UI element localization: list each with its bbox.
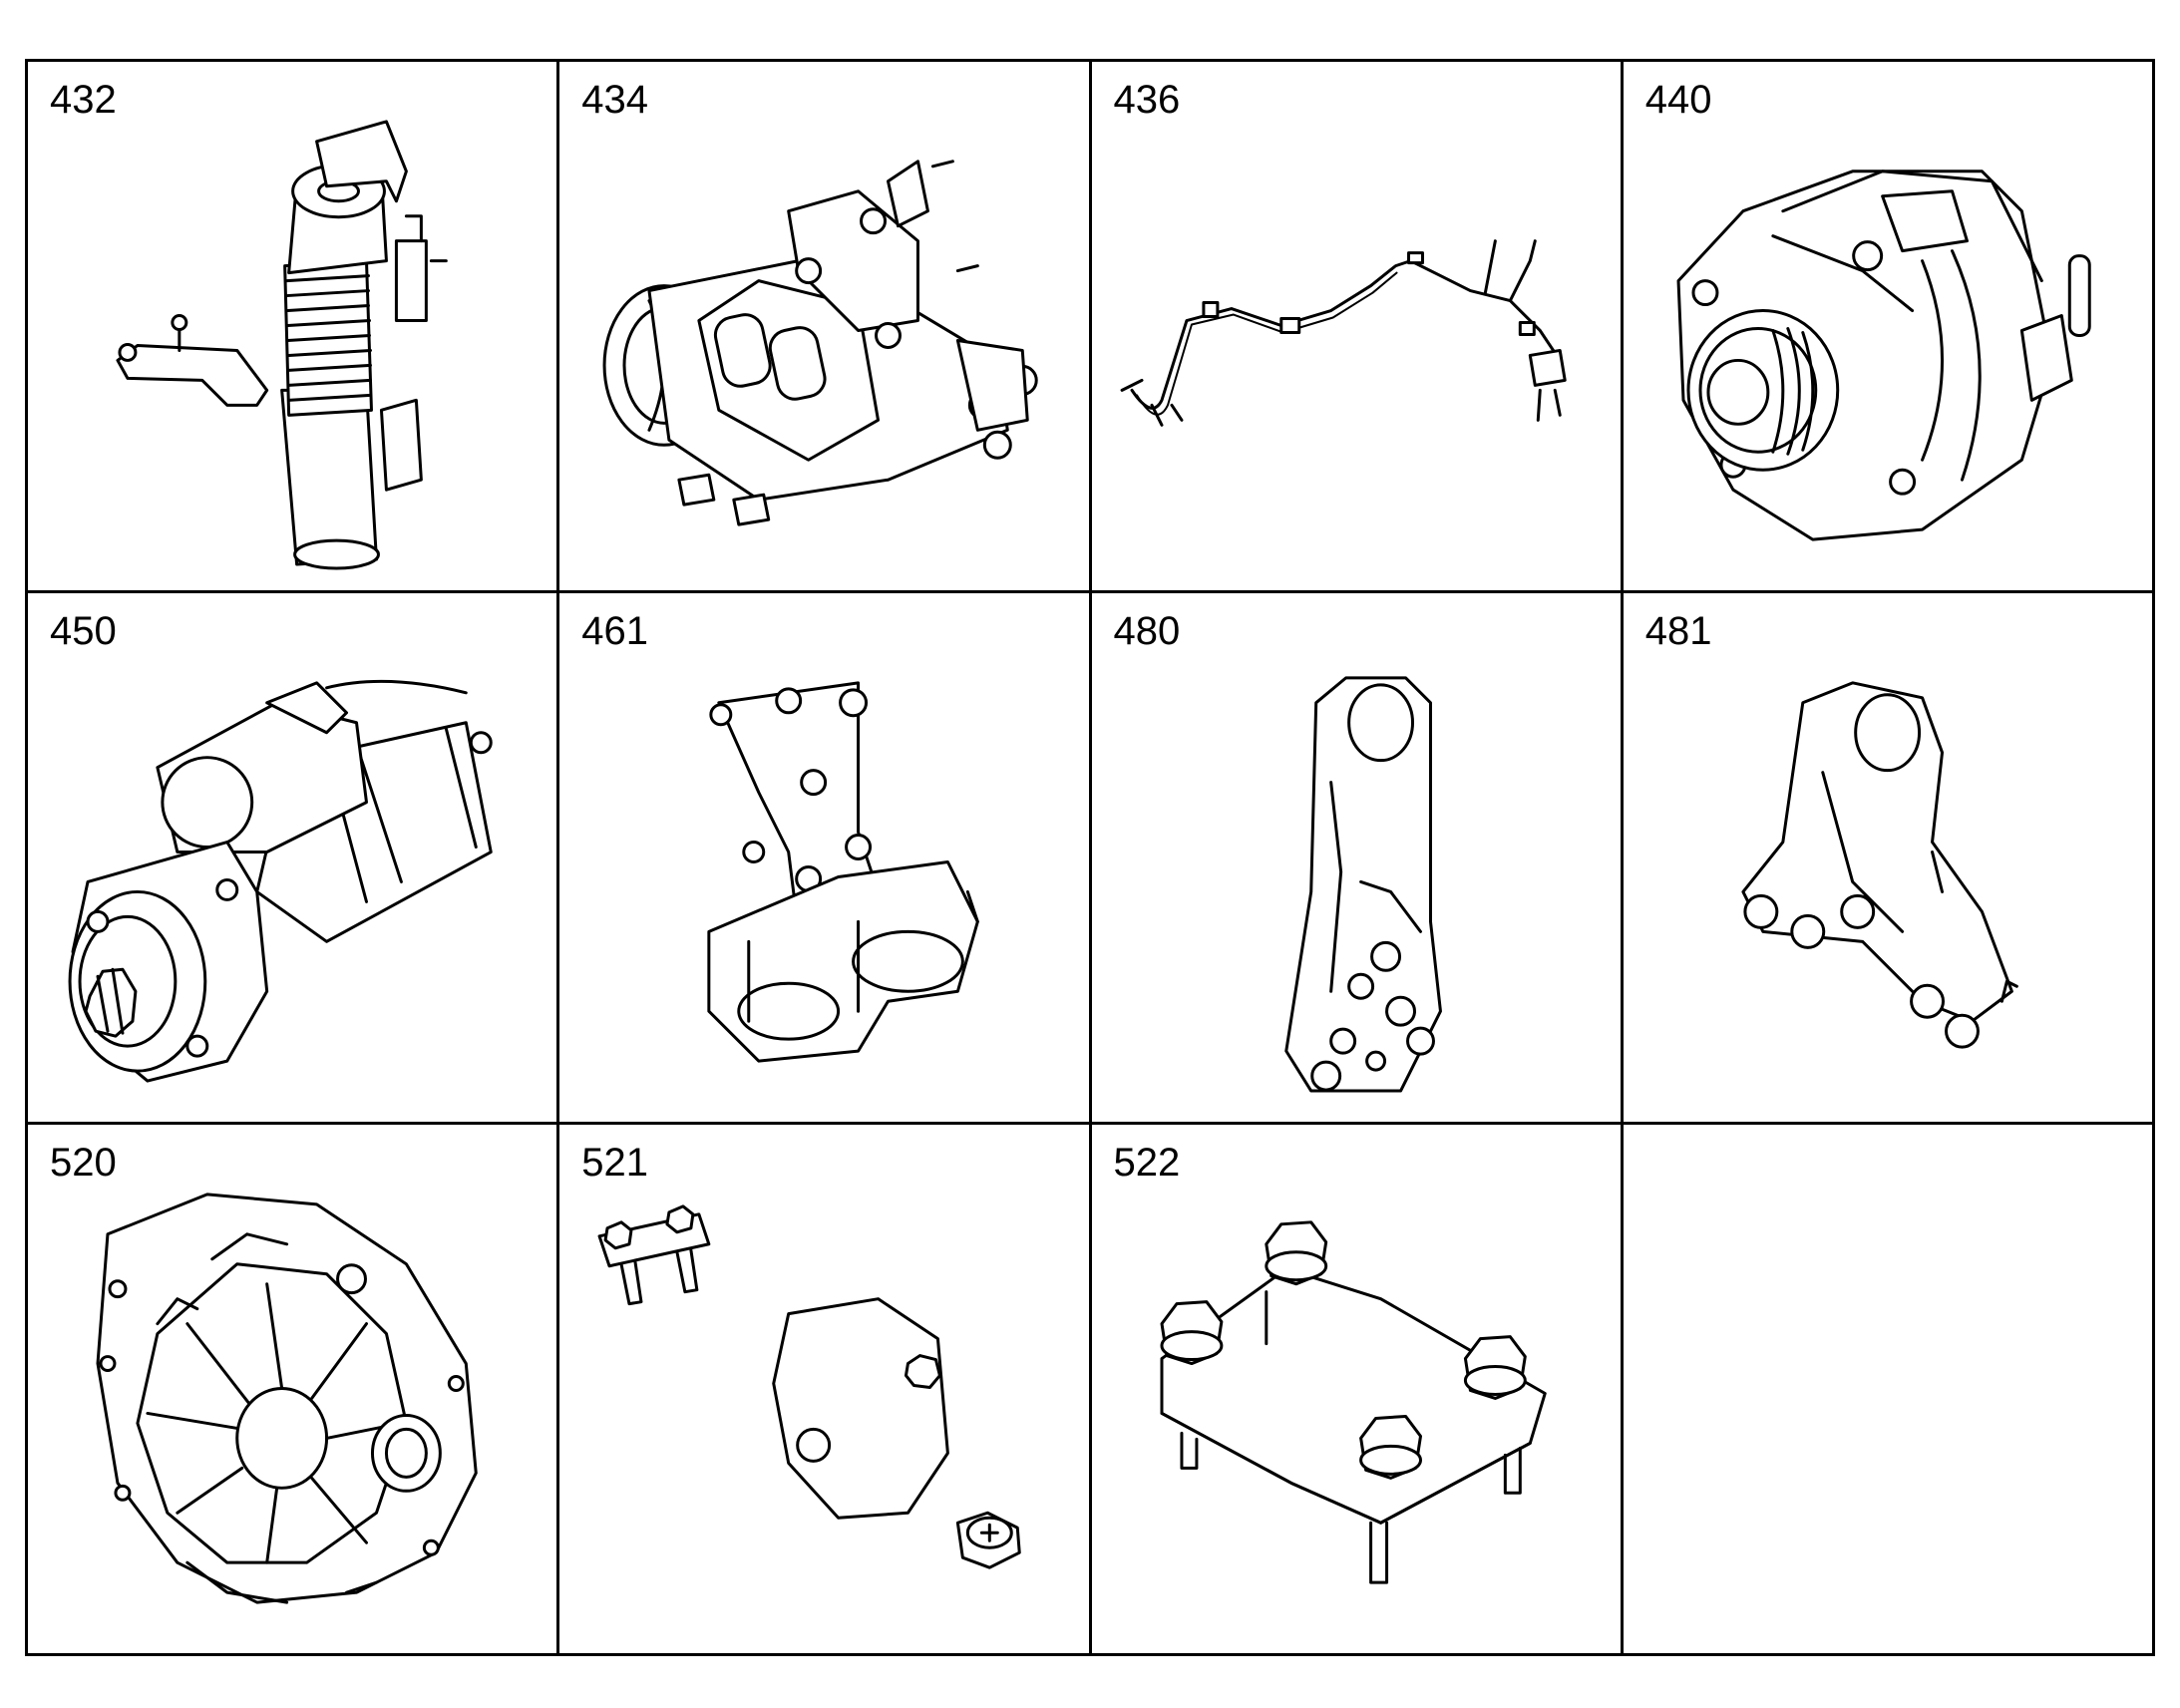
part-cell-432[interactable]: 432 (28, 62, 560, 593)
lifting-eye-short-icon (1741, 681, 2018, 1049)
part-cell-520[interactable]: 520 (28, 1125, 560, 1656)
pipe-clamp-bracket-icon (707, 681, 980, 1063)
alternator-icon (1676, 170, 2091, 541)
part-number: 520 (50, 1141, 117, 1185)
empty-cell (1623, 1125, 2155, 1656)
part-number: 440 (1644, 78, 1712, 122)
part-number: 461 (581, 609, 648, 653)
part-number: 436 (1113, 78, 1181, 122)
part-number: 522 (1113, 1141, 1181, 1185)
flywheel-housing-icon (96, 1193, 478, 1604)
part-cell-436[interactable]: 436 (1091, 62, 1624, 593)
parts-grid: 432 434 (25, 59, 2155, 1656)
part-number: 481 (1644, 609, 1712, 653)
starter-motor-icon (68, 679, 493, 1083)
egr-valve-bracket-icon (602, 160, 1038, 526)
part-number: 480 (1113, 609, 1181, 653)
part-cell-450[interactable]: 450 (28, 593, 560, 1125)
clamp-plate-bolts-icon (1159, 1220, 1547, 1584)
wiring-harness-icon (1120, 239, 1567, 427)
part-number: 434 (581, 78, 648, 122)
part-cell-434[interactable]: 434 (559, 62, 1092, 593)
part-cell-461[interactable]: 461 (559, 593, 1092, 1125)
part-number: 432 (50, 78, 117, 122)
part-cell-440[interactable]: 440 (1623, 62, 2155, 593)
cover-plate-kit-icon (597, 1204, 1022, 1569)
part-cell-521[interactable]: 521 (559, 1125, 1092, 1656)
part-cell-522[interactable]: 522 (1091, 1125, 1624, 1656)
lifting-eye-long-icon (1283, 676, 1442, 1093)
part-cell-481[interactable]: 481 (1623, 593, 2155, 1125)
part-cell-480[interactable]: 480 (1091, 593, 1624, 1125)
part-number: 521 (581, 1141, 648, 1185)
exhaust-pipe-bellows-icon (116, 120, 448, 570)
part-number: 450 (50, 609, 117, 653)
